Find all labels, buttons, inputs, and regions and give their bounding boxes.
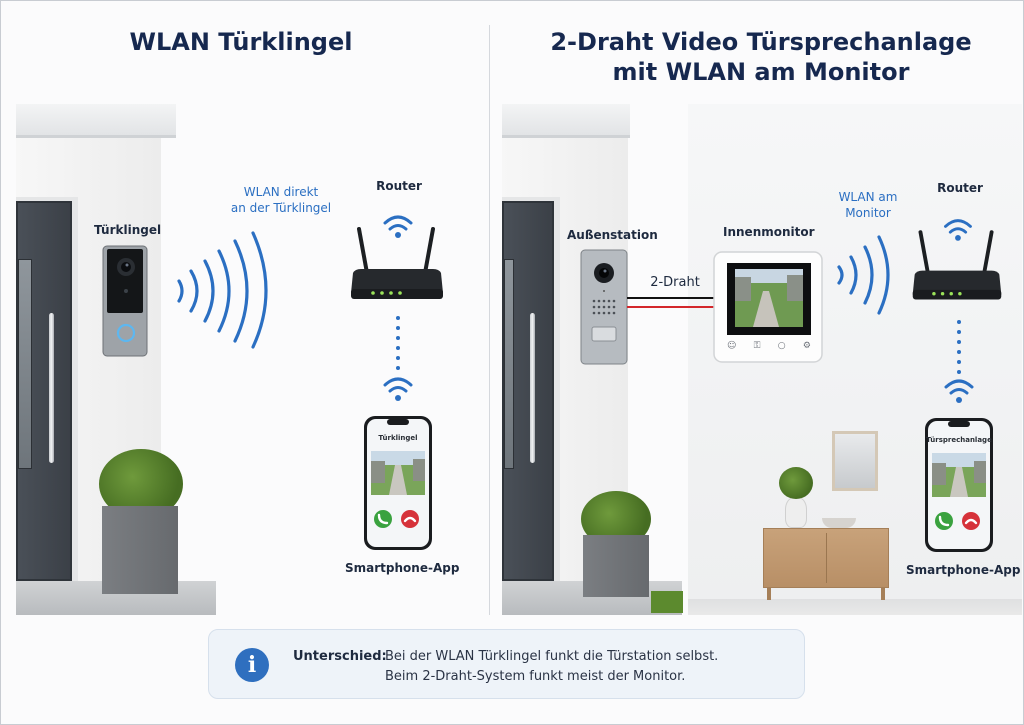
wifi-waves-icon — [171, 229, 281, 349]
info-box: i Unterschied: Bei der WLAN Türklingel f… — [208, 629, 805, 699]
chat-icon[interactable]: ○ — [777, 341, 786, 351]
right-planter — [583, 535, 649, 597]
left-router-label: Router — [376, 179, 422, 193]
sideboard-leg — [881, 588, 885, 600]
bowl — [822, 518, 856, 528]
sideboard-leg — [767, 588, 771, 600]
sideboard — [763, 528, 889, 588]
doorbell-label: Türklingel — [94, 223, 162, 237]
wifi-icon — [943, 377, 975, 405]
info-line1: Bei der WLAN Türklingel funkt die Türsta… — [385, 649, 719, 664]
left-wifi-caption-line1: WLAN direkt — [243, 185, 319, 199]
left-title: WLAN Türklingel — [129, 28, 353, 56]
left-smartphone: Türklingel — [363, 415, 433, 551]
phone-accept-icon — [374, 510, 392, 528]
right-phone-label: Smartphone-App — [906, 563, 1021, 577]
right-door — [502, 201, 554, 581]
left-door-handle — [49, 313, 54, 463]
right-wifi-caption-line2: Monitor — [845, 206, 891, 220]
phone-accept-icon — [935, 512, 953, 530]
right-phone-screen-title: Türsprechanlage — [926, 436, 992, 444]
outdoor-station — [580, 249, 628, 365]
right-dotted-link — [955, 319, 963, 375]
left-phone-label: Smartphone-App — [345, 561, 460, 575]
wire-red — [627, 306, 715, 308]
left-wifi-caption: WLAN direkt an der Türklingel — [216, 184, 346, 216]
left-wifi-caption-line2: an der Türklingel — [230, 201, 332, 215]
info-icon: i — [235, 648, 269, 682]
right-smartphone: Türsprechanlage — [924, 417, 994, 553]
wire-label: 2-Draht — [650, 275, 700, 290]
gear-icon[interactable]: ⚙ — [802, 341, 811, 351]
right-title-line1: 2-Draht Video Türsprechanlage — [550, 28, 972, 56]
wifi-icon — [382, 375, 414, 403]
right-door-handle — [530, 313, 535, 463]
left-door — [16, 201, 72, 581]
left-router — [345, 211, 449, 307]
monitor-button-row: ☺ ⚿ ○ ⚙ — [727, 341, 811, 351]
wall-picture — [832, 431, 878, 491]
right-roof — [502, 104, 630, 138]
wire-black — [627, 297, 715, 299]
user-icon[interactable]: ☺ — [727, 341, 737, 351]
key-icon[interactable]: ⚿ — [753, 341, 761, 351]
right-title: 2-Draht Video Türsprechanlage mit WLAN a… — [541, 27, 981, 87]
wifi-waves-icon — [833, 233, 893, 317]
left-roof — [16, 104, 176, 138]
vase-plant — [779, 467, 813, 499]
doorbell-device — [102, 245, 148, 357]
right-router-label: Router — [937, 181, 983, 195]
sideboard-divider — [826, 533, 827, 583]
vase — [785, 497, 807, 528]
right-door-glass — [504, 259, 514, 469]
indoor-monitor-label: Innenmonitor — [723, 225, 815, 239]
left-dotted-link — [394, 315, 402, 371]
right-wifi-caption-line1: WLAN am — [838, 190, 898, 204]
left-door-glass — [18, 259, 32, 469]
wifi-icon — [383, 215, 413, 231]
info-key: Unterschied: — [293, 649, 387, 664]
left-planter — [102, 506, 178, 594]
right-router — [907, 213, 1007, 309]
outdoor-station-label: Außenstation — [567, 228, 658, 242]
info-line2: Beim 2-Draht-System funkt meist der Moni… — [385, 669, 686, 684]
right-wifi-caption: WLAN am Monitor — [833, 189, 903, 221]
interior-floor — [688, 599, 1022, 615]
indoor-monitor: ☺ ⚿ ○ ⚙ — [713, 251, 823, 363]
right-grass — [651, 591, 683, 613]
panel-divider — [489, 25, 490, 615]
left-phone-screen-title: Türklingel — [378, 434, 418, 442]
right-title-line2: mit WLAN am Monitor — [612, 58, 910, 86]
